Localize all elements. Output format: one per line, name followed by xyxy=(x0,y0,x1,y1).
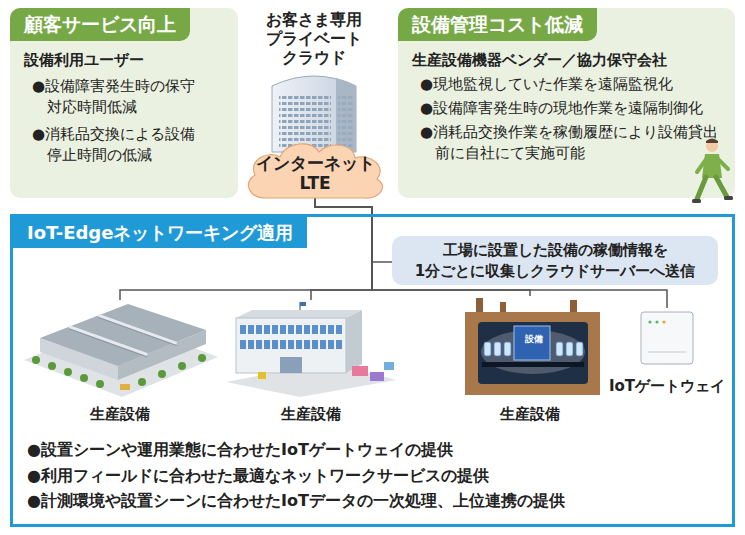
factory-illustration xyxy=(226,302,396,397)
network-line xyxy=(311,197,372,300)
benefit-panel: 顧客サービス向上設備利用ユーザー ●設備障害発生時の保守対応時間低減 ●消耗品交換に… xyxy=(10,8,238,198)
callout-text: 工場に設置した設備の稼働情報を 1分ごとに収集しクラウドサーバーへ送信 xyxy=(402,240,708,281)
section-tab: IoT-Edgeネットワーキング適用 xyxy=(13,217,307,248)
site-label: IoTゲートウェイ xyxy=(609,377,725,399)
factory-site: 生産設備 xyxy=(20,300,220,426)
bullet-item: ●設備障害発生時の現地作業を遠隔制御化 xyxy=(420,98,720,119)
bullet-item: ●設置シーンや運用業態に合わせたIoTゲートウェイの提供 xyxy=(27,437,732,463)
site-label: 生産設備 xyxy=(90,405,150,427)
gateway-illustration xyxy=(641,312,693,364)
callout-box: 工場に設置した設備の稼働情報を 1分ごとに収集しクラウドサーバーへ送信 xyxy=(392,236,718,285)
factory-site: 生産設備 xyxy=(224,300,398,426)
datacenter-building xyxy=(272,76,356,152)
bullet-item: ●現地監視していた作業を遠隔監視化 xyxy=(420,74,720,95)
benefit-panel: 設備管理コスト低減生産設備機器ベンダー／協力保守会社 ●現地監視していた作業を遠隔… xyxy=(398,8,735,198)
audience-heading: 生産設備機器ベンダー／協力保守会社 xyxy=(412,51,735,71)
factory-site: 生産設備 xyxy=(460,296,600,426)
cloud-heading: お客さま専用 プライベート クラウド xyxy=(238,10,390,68)
factory-illustration xyxy=(465,298,600,395)
equipment-tag: 設備 xyxy=(521,335,547,345)
section-tab: 顧客サービス向上 xyxy=(10,8,190,41)
site-label: 生産設備 xyxy=(281,405,341,427)
bullet-item: ●計測環境や設置シーンに合わせたIoTデータの一次処理、上位連携の提供 xyxy=(27,488,732,514)
leader-line xyxy=(372,261,392,263)
bullet-item: ●利用フィールドに合わせた最適なネットワークサービスの提供 xyxy=(27,463,732,489)
gateway-site: IoTゲートウェイ xyxy=(602,308,732,398)
section-tab: 設備管理コスト低減 xyxy=(398,8,597,41)
site-label: 生産設備 xyxy=(500,405,560,427)
audience-heading: 設備利用ユーザー xyxy=(24,51,238,71)
bullet-item: ●消耗品交換による設備停止時間の低減 xyxy=(32,124,202,166)
network-label: インターネット LTE xyxy=(255,153,375,194)
bullet-item: ●消耗品交換作業を稼働履歴により設備貸出前に自社にて実施可能 xyxy=(420,122,720,164)
factory-illustration xyxy=(24,304,218,397)
bullet-item: ●設備障害発生時の保守対応時間低減 xyxy=(32,76,202,118)
network-line xyxy=(120,197,372,300)
edge-network-panel: IoT-Edgeネットワーキング適用 ●設置シーンや運用業態に合わせたIoTゲート… xyxy=(10,214,735,527)
network-cloud: インターネット LTE xyxy=(240,138,390,200)
